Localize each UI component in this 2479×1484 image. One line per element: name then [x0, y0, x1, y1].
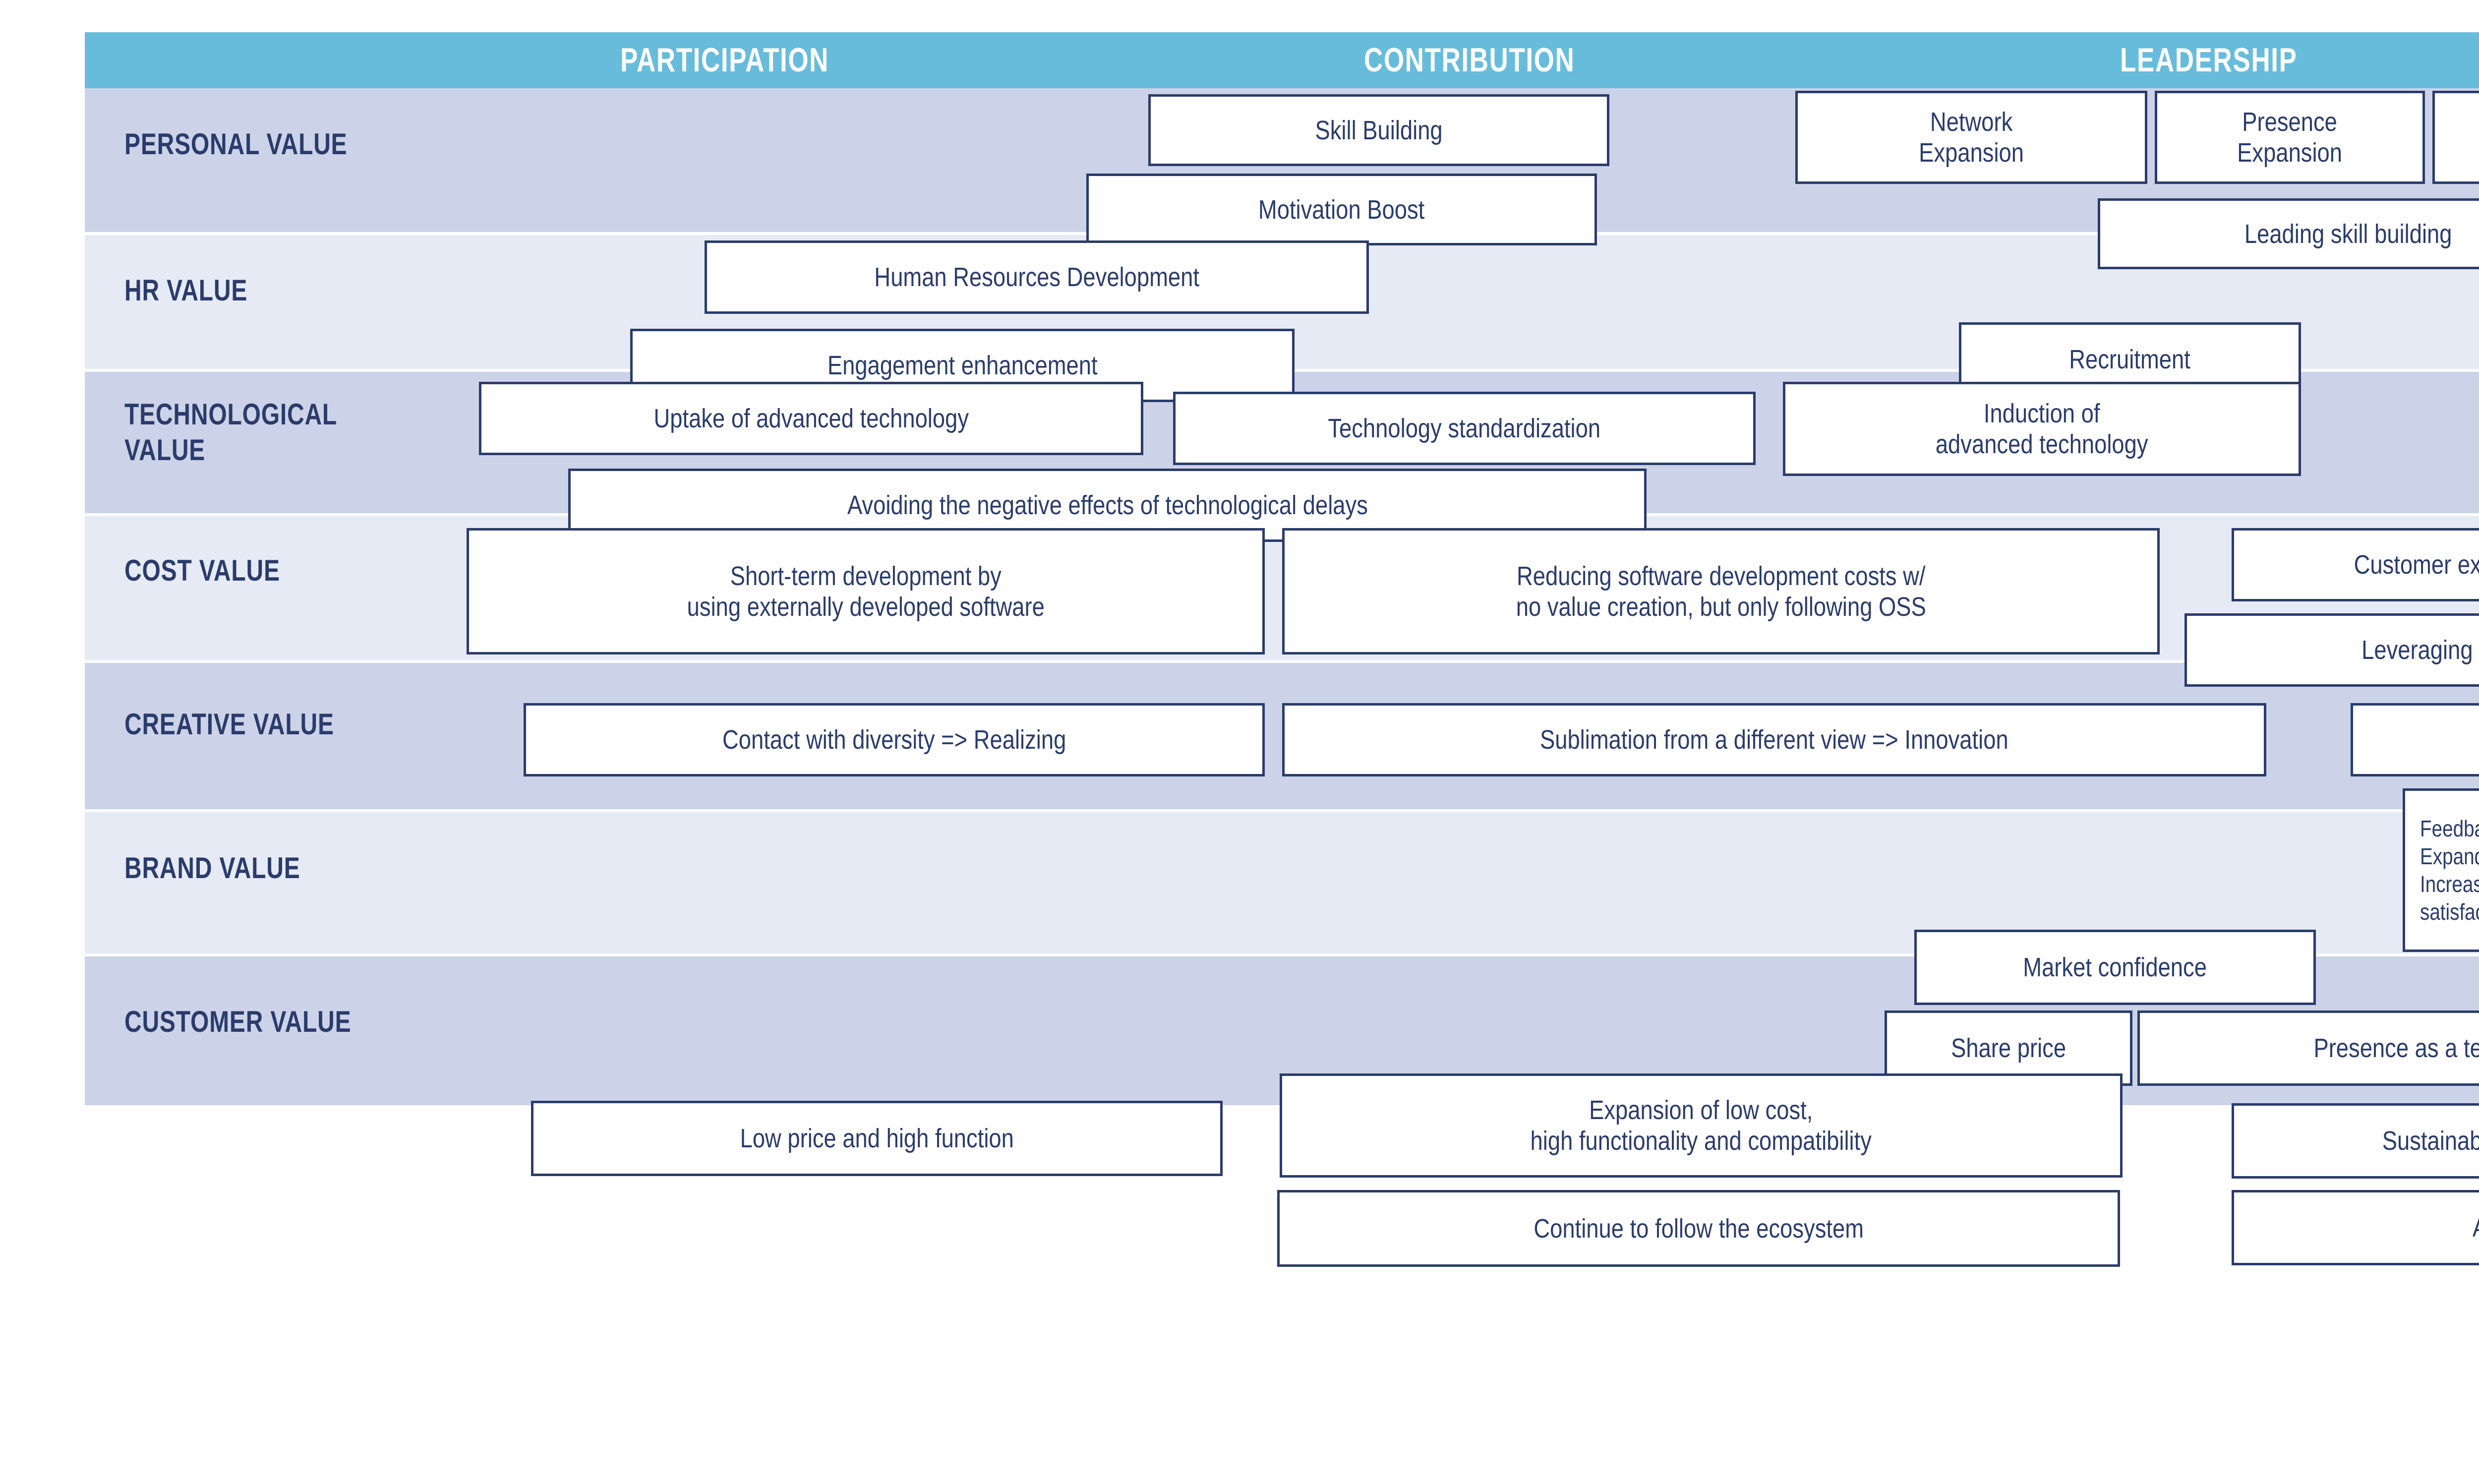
item-leveraging-external-resources[interactable]: Leveraging external resources — [2184, 613, 2479, 687]
column-header-leadership: LEADERSHIP — [2120, 41, 2298, 79]
column-header-bar — [85, 32, 2479, 88]
item-induction-of-advanced-technology[interactable]: Induction of advanced technology — [1783, 382, 2301, 476]
item-presence-expansion[interactable]: Presence Expansion — [2155, 91, 2425, 184]
row-label-personal-value: PERSONAL VALUE — [124, 127, 348, 161]
item-human-resources-development[interactable]: Human Resources Development — [705, 240, 1369, 314]
item-low-price-high-function[interactable]: Low price and high function — [531, 1101, 1223, 1176]
column-header-participation: PARTICIPATION — [620, 41, 829, 79]
item-motivation-boost[interactable]: Motivation Boost — [1086, 174, 1597, 245]
row-label-brand-value: BRAND VALUE — [124, 851, 300, 885]
item-skill-building[interactable]: Skill Building — [1148, 94, 1609, 166]
item-leading-skill-building[interactable]: Leading skill building — [2098, 198, 2479, 269]
item-gathering-info-automatically[interactable]: Gathering info/etc automatically — [2432, 91, 2479, 184]
item-market-confidence[interactable]: Market confidence — [1914, 930, 2316, 1005]
item-sublimation-different-view[interactable]: Sublimation from a different view => Inn… — [1282, 703, 2266, 776]
item-technology-standardization[interactable]: Technology standardization — [1173, 392, 1756, 465]
item-contact-with-diversity[interactable]: Contact with diversity => Realizing — [524, 703, 1265, 776]
item-reducing-software-development-costs[interactable]: Reducing software development costs w/ n… — [1282, 528, 2160, 654]
item-feedback-expanded-usage[interactable]: Feedback, Expanded usage, Increase custo… — [2403, 788, 2479, 952]
item-network-expansion[interactable]: Network Expansion — [1795, 91, 2147, 184]
row-label-customer-value: CUSTOMER VALUE — [124, 1005, 352, 1038]
item-presence-as-technology-company[interactable]: Presence as a technology company — [2137, 1010, 2479, 1086]
item-share-price[interactable]: Share price — [1885, 1010, 2132, 1086]
column-header-contribution: CONTRIBUTION — [1364, 41, 1575, 79]
value-matrix: PARTICIPATION CONTRIBUTION LEADERSHIP PE… — [85, 32, 2479, 1347]
item-and-more[interactable]: And more??? — [2232, 1190, 2479, 1265]
item-expansion-of-low-cost[interactable]: Expansion of low cost, high functionalit… — [1280, 1073, 2123, 1178]
item-gaining-community[interactable]: Gaining Community — [2351, 703, 2479, 776]
row-label-hr-value: HR VALUE — [124, 274, 248, 307]
row-label-technological-value: TECHNOLOGICAL VALUE — [124, 398, 338, 467]
row-label-cost-value: COST VALUE — [124, 554, 280, 587]
item-customer-expansion[interactable]: Customer expansion — [2232, 528, 2479, 601]
item-sustainability-of-service-product[interactable]: Sustainability of service/product — [2232, 1103, 2479, 1179]
item-continue-to-follow-ecosystem[interactable]: Continue to follow the ecosystem — [1277, 1190, 2120, 1267]
row-label-creative-value: CREATIVE VALUE — [124, 708, 334, 741]
item-short-term-development[interactable]: Short-term development by using external… — [467, 528, 1265, 654]
item-uptake-of-advanced-technology[interactable]: Uptake of advanced technology — [479, 382, 1143, 455]
